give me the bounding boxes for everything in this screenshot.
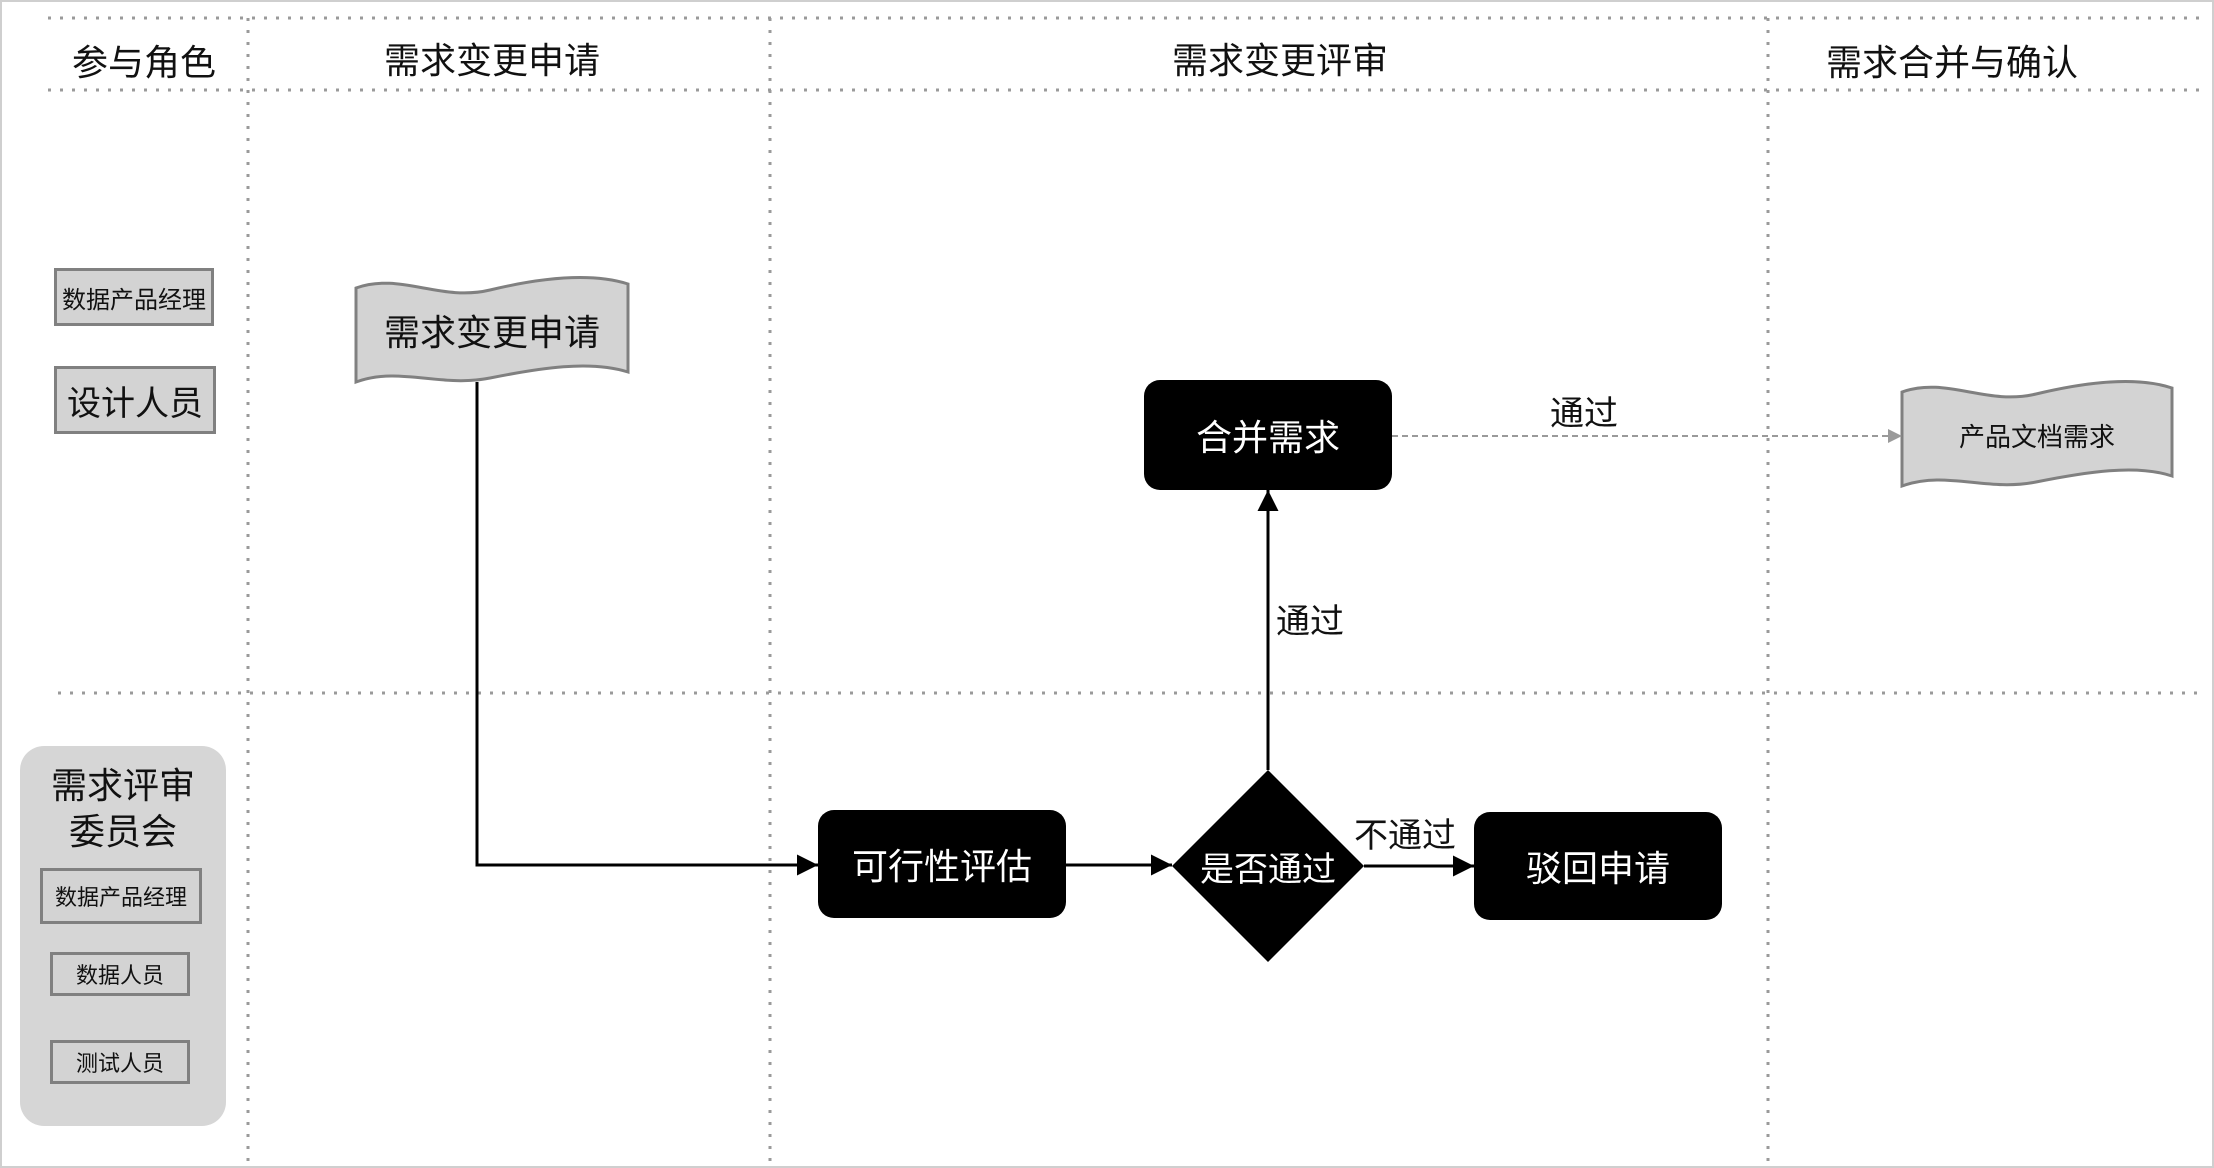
change-request-doc-shape: [354, 276, 630, 385]
committee-role-data-staff: 数据人员: [50, 952, 190, 996]
edge-label-pass-right: 通过: [1550, 394, 1618, 434]
edge-request-to-feasibility: [475, 382, 818, 876]
header-change-apply: 需求变更申请: [384, 41, 601, 82]
header-roles: 参与角色: [72, 43, 217, 84]
committee-role-data-product-manager: 数据产品经理: [40, 868, 202, 924]
edge-label-pass-up: 通过: [1276, 602, 1344, 642]
product-doc-shape: [1900, 380, 2174, 489]
edge-label-fail: 不通过: [1354, 816, 1456, 856]
review-committee-panel: 需求评审 委员会 数据产品经理 数据人员 测试人员: [20, 746, 226, 1126]
product-doc-label: 产品文档需求: [1958, 422, 2115, 453]
merge-requirements-node: 合并需求: [1144, 380, 1392, 490]
decision-diamond: [1172, 770, 1364, 962]
role-data-product-manager: 数据产品经理: [54, 268, 214, 326]
reject-request-node: 驳回申请: [1474, 812, 1722, 920]
committee-title-line1: 需求评审: [50, 766, 195, 807]
feasibility-assessment-node: 可行性评估: [818, 810, 1066, 918]
header-change-review: 需求变更评审: [1172, 41, 1389, 82]
role-designer: 设计人员: [54, 366, 216, 434]
committee-title-line2: 委员会: [68, 812, 177, 853]
change-request-doc-label: 需求变更申请: [383, 313, 600, 354]
header-merge-confirm: 需求合并与确认: [1826, 43, 2079, 84]
committee-role-tester: 测试人员: [50, 1040, 190, 1084]
decision-label: 是否通过: [1200, 849, 1336, 890]
